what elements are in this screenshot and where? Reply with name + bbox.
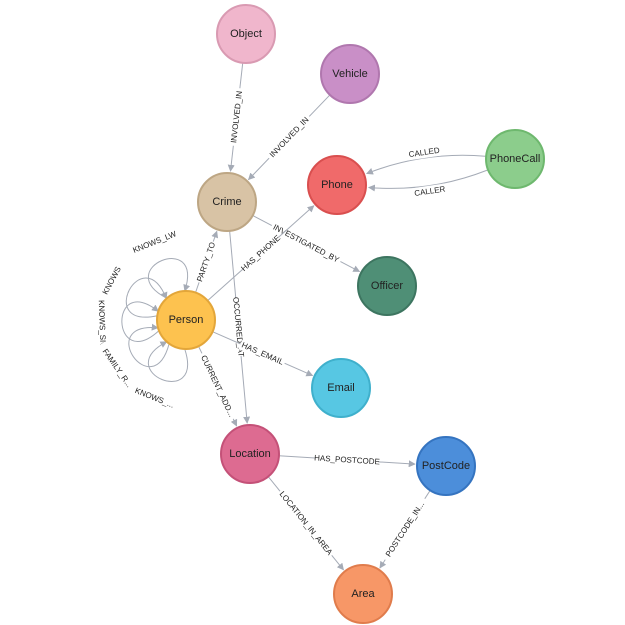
edge-line[interactable]	[366, 154, 486, 175]
edge-loop-knows-lw[interactable]: KNOWS_LW	[131, 228, 191, 299]
edge-label-backdrop	[406, 144, 442, 161]
node-postcode[interactable]: PostCode	[416, 436, 476, 496]
edge-label-backdrop	[227, 87, 246, 147]
node-circle[interactable]	[307, 155, 367, 215]
node-label: PostCode	[422, 460, 470, 472]
edge-label-backdrop	[196, 350, 239, 422]
node-label: Person	[169, 314, 204, 326]
node-label: Location	[229, 448, 271, 460]
node-person[interactable]: Person	[156, 290, 216, 350]
edge-person-crime[interactable]: PARTY_TO	[193, 230, 219, 293]
edge-line[interactable]	[121, 301, 160, 342]
edge-loop-knows-phone[interactable]: KNOWS_...	[130, 341, 188, 412]
edge-label: KNOWS_LW	[131, 229, 178, 255]
node-email[interactable]: Email	[311, 358, 371, 418]
node-label: Area	[351, 588, 375, 600]
edge-phonecall-phone-caller[interactable]: CALLER	[367, 169, 488, 200]
edge-object-crime[interactable]: INVOLVED_IN	[227, 62, 246, 172]
node-circle[interactable]	[357, 256, 417, 316]
edges-layer: INVOLVED_IN INVOLVED_IN CALLER CALLED INVEST…	[95, 62, 488, 571]
edge-label: HAS_EMAIL	[240, 340, 285, 367]
node-area[interactable]: Area	[333, 564, 393, 624]
edge-label: FAMILY_R...	[101, 347, 134, 389]
node-officer[interactable]: Officer	[357, 256, 417, 316]
edge-label-backdrop	[132, 228, 177, 256]
node-label: Crime	[212, 196, 241, 208]
edge-postcode-area[interactable]: POSTCODE_IN...	[379, 490, 431, 569]
edge-label: INVESTIGATED_BY	[272, 223, 342, 265]
nodes-layer: ObjectVehicleCrimePhonePhoneCallOfficerP…	[156, 4, 545, 624]
edge-crime-location[interactable]: OCCURRED_AT	[229, 230, 251, 424]
edge-label: HAS_PHONE	[239, 233, 282, 273]
edge-label-backdrop	[380, 495, 430, 563]
node-vehicle[interactable]: Vehicle	[320, 44, 380, 104]
edge-label-backdrop	[193, 239, 219, 285]
edge-line[interactable]	[147, 341, 188, 382]
edge-loop-knows-sn[interactable]: KNOWS_SN	[95, 300, 160, 346]
edge-location-area[interactable]: LOCATION_IN_AREA	[267, 476, 344, 571]
edge-location-postcode[interactable]: HAS_POSTCODE	[278, 452, 416, 468]
edge-person-email[interactable]: HAS_EMAIL	[212, 331, 314, 377]
node-phonecall[interactable]: PhoneCall	[485, 129, 545, 189]
edge-line[interactable]	[147, 258, 191, 299]
node-label: PhoneCall	[490, 153, 541, 165]
node-circle[interactable]	[220, 424, 280, 484]
node-phone[interactable]: Phone	[307, 155, 367, 215]
edge-label: HAS_POSTCODE	[314, 453, 380, 466]
node-label: Object	[230, 28, 262, 40]
node-object[interactable]: Object	[216, 4, 276, 64]
node-location[interactable]: Location	[220, 424, 280, 484]
edge-label-backdrop	[239, 233, 283, 274]
edge-label: LOCATION_IN_AREA	[278, 490, 335, 558]
edge-label-backdrop	[275, 487, 337, 559]
edge-phonecall-phone-called[interactable]: CALLED	[366, 144, 486, 175]
edge-label-backdrop	[95, 301, 109, 345]
edge-label: CALLER	[414, 185, 446, 198]
edge-label: CALLED	[408, 146, 440, 159]
edge-label-backdrop	[96, 341, 139, 396]
node-label: Officer	[371, 280, 404, 292]
edge-line[interactable]	[125, 277, 168, 318]
node-circle[interactable]	[156, 290, 216, 350]
edge-label-backdrop	[238, 338, 287, 369]
node-label: Email	[327, 382, 355, 394]
node-crime[interactable]: Crime	[197, 172, 257, 232]
edge-label: POSTCODE_IN...	[384, 500, 426, 559]
node-circle[interactable]	[320, 44, 380, 104]
edge-line[interactable]	[128, 323, 170, 368]
edge-label: CURRENT_ADD...	[199, 354, 236, 418]
edge-label-backdrop	[265, 112, 314, 162]
node-circle[interactable]	[216, 4, 276, 64]
edge-label-backdrop	[100, 265, 124, 296]
node-label: Phone	[321, 179, 353, 191]
node-circle[interactable]	[485, 129, 545, 189]
edge-label-backdrop	[412, 183, 448, 200]
node-label: Vehicle	[332, 68, 367, 80]
node-circle[interactable]	[416, 436, 476, 496]
node-circle[interactable]	[333, 564, 393, 624]
edge-label-backdrop	[269, 220, 343, 267]
edge-line[interactable]	[367, 169, 488, 192]
edge-person-location[interactable]: CURRENT_ADD...	[196, 345, 239, 427]
edge-label: INVOLVED_IN	[268, 115, 311, 159]
node-circle[interactable]	[311, 358, 371, 418]
node-circle[interactable]	[197, 172, 257, 232]
edge-label: KNOWS_SN	[97, 300, 108, 346]
edge-label-backdrop	[315, 452, 379, 468]
edge-label-backdrop	[130, 383, 179, 412]
